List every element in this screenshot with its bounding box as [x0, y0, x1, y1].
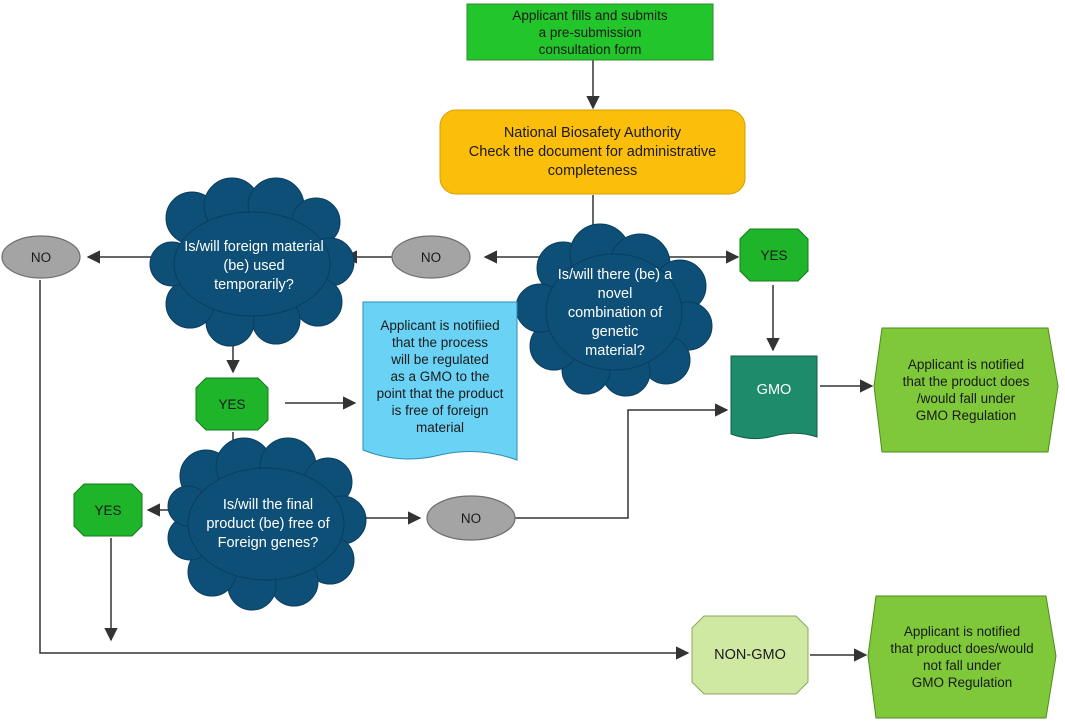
- gmo-label: GMO: [731, 372, 817, 408]
- authority-text: National Biosafety Authority Check the d…: [468, 124, 717, 179]
- outcome-gmo-shape: [873, 327, 1059, 453]
- gmo-document: [730, 355, 818, 440]
- arrow-no-to-gmo: [515, 403, 729, 519]
- question-foreign-text: Is/will foreign material (be) used tempo…: [184, 238, 324, 293]
- no-terminal-final: [426, 495, 516, 541]
- no-left-label: NO: [2, 236, 80, 278]
- authority-label: National Biosafety Authority Check the d…: [440, 110, 745, 194]
- yes-final-text: YES: [94, 502, 122, 518]
- yes-octagon-final: [73, 483, 143, 537]
- outcome-non-gmo-text: Applicant is notified that product does/…: [890, 624, 1034, 690]
- start-box: [466, 3, 714, 61]
- yes-novel-text: YES: [760, 247, 788, 263]
- yes-final-label: YES: [74, 484, 142, 536]
- non-gmo-text: NON-GMO: [714, 646, 786, 663]
- non-gmo-label: NON-GMO: [692, 616, 808, 694]
- no-final-text: NO: [460, 510, 482, 526]
- yes-novel-label: YES: [740, 229, 808, 281]
- outcome-non-gmo-shape: [867, 595, 1057, 719]
- yes-octagon-foreign: [195, 377, 269, 431]
- cloud-foreign-material: [149, 177, 355, 347]
- no-mid-label: NO: [392, 236, 470, 278]
- question-novel-text: Is/will there (be) a novel combination o…: [557, 266, 673, 359]
- authority-box: [439, 109, 746, 195]
- gmo-text: GMO: [756, 381, 792, 398]
- cloud-final-product: [167, 437, 367, 611]
- no-terminal-left: [1, 235, 81, 279]
- non-gmo-hexagon: [691, 615, 809, 695]
- note-process-label: Applicant is notifiied that the process …: [363, 308, 517, 444]
- start-text: Applicant fills and submits a pre-submis…: [512, 7, 668, 57]
- question-novel-label: Is/will there (be) a novel combination o…: [540, 258, 690, 368]
- outcome-gmo-label: Applicant is notified that the product d…: [880, 334, 1052, 446]
- no-final-label: NO: [427, 496, 515, 540]
- yes-foreign-text: YES: [218, 396, 246, 412]
- no-terminal-mid: [391, 235, 471, 279]
- question-final-label: Is/will the final product (be) free of F…: [186, 486, 350, 562]
- start-label: Applicant fills and submits a pre-submis…: [467, 4, 713, 60]
- yes-foreign-label: YES: [196, 378, 268, 430]
- question-foreign-label: Is/will foreign material (be) used tempo…: [170, 228, 338, 304]
- note-document: [362, 301, 518, 461]
- arrow-no-to-non-gmo: [39, 280, 690, 660]
- outcome-gmo-text: Applicant is notified that the product d…: [902, 357, 1030, 423]
- outcome-non-gmo-label: Applicant is notified that product does/…: [874, 604, 1050, 710]
- cloud-novel-combination: [515, 223, 713, 397]
- no-left-text: NO: [30, 249, 52, 265]
- yes-octagon-novel: [739, 228, 809, 282]
- note-process-text: Applicant is notifiied that the process …: [376, 317, 504, 435]
- no-mid-text: NO: [420, 249, 442, 265]
- question-final-text: Is/will the final product (be) free of F…: [206, 496, 330, 551]
